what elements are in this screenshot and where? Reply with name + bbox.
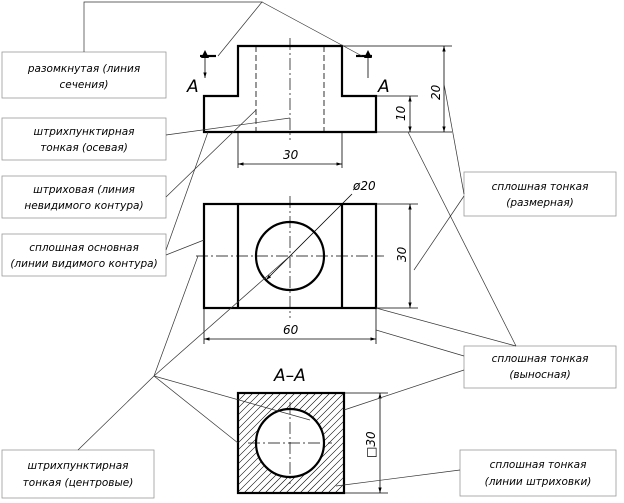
hatch-line bbox=[299, 448, 344, 493]
front-view: А А 20 10 30 bbox=[186, 38, 452, 168]
svg-text:тонкая (осевая): тонкая (осевая) bbox=[40, 142, 128, 154]
callout-center-lines: штрихпунктирная тонкая (центровые) bbox=[1, 449, 155, 499]
svg-text:штрихпунктирная: штрихпунктирная bbox=[34, 126, 135, 138]
svg-text:разомкнутая (линия: разомкнутая (линия bbox=[27, 63, 140, 75]
svg-text:сечения): сечения) bbox=[60, 79, 109, 91]
svg-text:штриховая (линия: штриховая (линия bbox=[33, 184, 135, 196]
hatch-line bbox=[341, 490, 344, 493]
dim-30-front: 30 bbox=[283, 148, 299, 162]
svg-text:тонкая (центровые): тонкая (центровые) bbox=[23, 477, 134, 489]
hatch-line bbox=[238, 393, 275, 430]
svg-text:сплошная тонкая: сплошная тонкая bbox=[492, 353, 589, 365]
callout-axis-line: штрихпунктирная тонкая (осевая) bbox=[1, 117, 167, 161]
section-title: А–А bbox=[273, 366, 306, 386]
hatch-line bbox=[238, 393, 240, 395]
hatch-line bbox=[238, 393, 282, 437]
svg-text:(выносная): (выносная) bbox=[509, 369, 570, 381]
hatch-line bbox=[292, 441, 344, 493]
dim-60: 60 bbox=[283, 323, 299, 337]
dim-sq30: □30 bbox=[364, 431, 378, 458]
hatch-line bbox=[238, 393, 261, 416]
section-arrow-right-label: А bbox=[377, 77, 390, 97]
hatch-line bbox=[363, 383, 473, 493]
section-arrow-left-label: А bbox=[186, 77, 199, 97]
hatch-line bbox=[238, 393, 296, 451]
callout-visible-line: сплошная основная (линии видимого контур… bbox=[1, 233, 167, 277]
callout-hatching-line: сплошная тонкая (линии штриховки) bbox=[459, 449, 617, 497]
callout-razomknutaya: разомкнутая (линия сечения) bbox=[1, 51, 167, 99]
hatch-line bbox=[320, 469, 344, 493]
svg-text:(линии штриховки): (линии штриховки) bbox=[485, 476, 592, 488]
svg-text:(размерная): (размерная) bbox=[506, 197, 574, 209]
dim-30-top: 30 bbox=[395, 246, 409, 262]
svg-text:сплошная тонкая: сплошная тонкая bbox=[490, 459, 587, 471]
section-view: А–А □30 bbox=[236, 366, 473, 495]
top-view: ø20 30 60 bbox=[196, 179, 418, 344]
svg-text:сплошная тонкая: сплошная тонкая bbox=[492, 181, 589, 193]
hatch-line bbox=[238, 393, 268, 423]
callout-hidden-line: штриховая (линия невидимого контура) bbox=[1, 175, 167, 219]
dim-phi20: ø20 bbox=[352, 179, 376, 193]
dim-10: 10 bbox=[394, 105, 408, 121]
callout-extension-line: сплошная тонкая (выносная) bbox=[463, 345, 617, 389]
svg-text:невидимого контура): невидимого контура) bbox=[24, 200, 143, 212]
hatch-line bbox=[238, 393, 289, 444]
hatch-line bbox=[313, 462, 344, 493]
hatch-line bbox=[334, 483, 344, 493]
callout-dimension-line: сплошная тонкая (размерная) bbox=[463, 171, 617, 217]
leader-lines bbox=[77, 1, 517, 487]
svg-text:сплошная основная: сплошная основная bbox=[29, 242, 139, 254]
hatch-line bbox=[306, 455, 344, 493]
svg-text:(линии видимого контура): (линии видимого контура) bbox=[10, 258, 157, 270]
svg-text:штрихпунктирная: штрихпунктирная bbox=[28, 460, 129, 472]
dim-20: 20 bbox=[429, 84, 443, 100]
